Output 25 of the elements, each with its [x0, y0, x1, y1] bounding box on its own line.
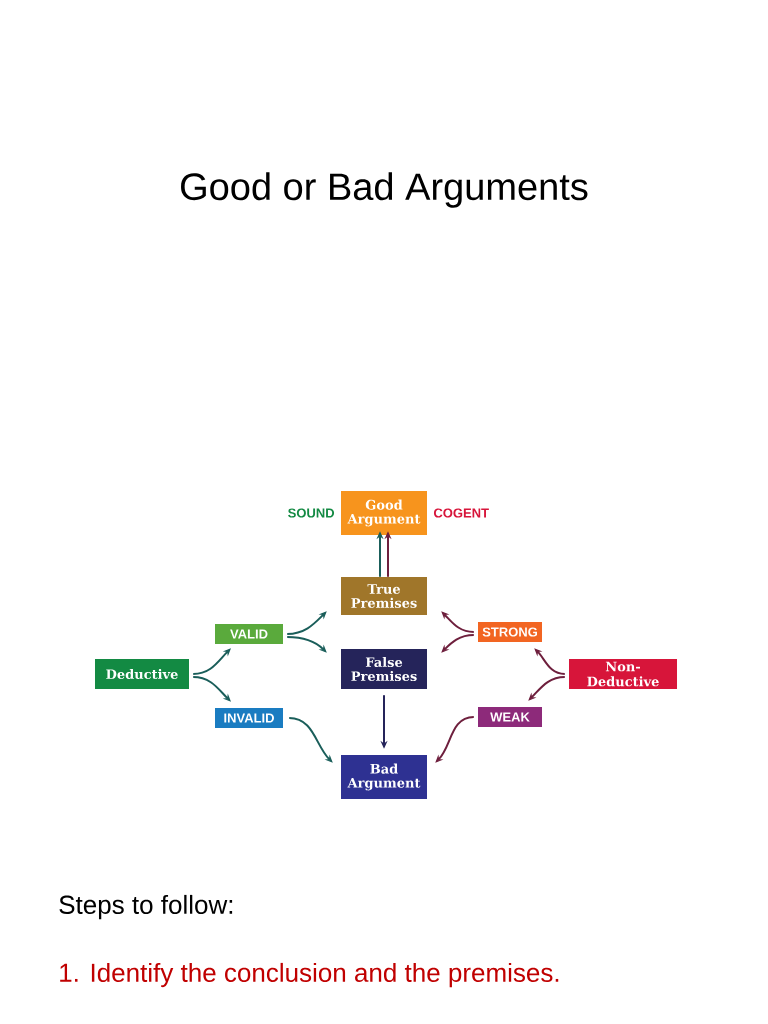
- arrow: [534, 648, 566, 675]
- side-label: COGENT: [433, 508, 489, 518]
- arrow: [288, 717, 333, 763]
- arrow: [528, 676, 566, 701]
- arrow: [435, 716, 475, 763]
- label-box: WEAK: [478, 707, 542, 727]
- label-box: False Premises: [341, 649, 427, 689]
- label-box: Good Argument: [341, 491, 427, 535]
- text-line: 1. Identify the conclusion and the premises.: [60, 962, 559, 988]
- title: Good or Bad Arguments: [181, 172, 588, 208]
- arrow: [286, 611, 327, 635]
- arrow: [192, 648, 231, 675]
- label-box: INVALID: [215, 708, 283, 728]
- side-label: SOUND: [288, 508, 335, 518]
- label-box: Non-Deductive: [569, 659, 677, 689]
- label-box: Bad Argument: [341, 755, 427, 799]
- label-box: True Premises: [341, 577, 427, 615]
- arrow: [192, 676, 231, 702]
- arrow: [441, 634, 475, 653]
- arrow: [286, 636, 327, 653]
- label-box: STRONG: [478, 622, 542, 642]
- text-line: Steps to follow:: [59, 894, 233, 920]
- arrow: [441, 611, 475, 633]
- label-box: Deductive: [95, 659, 189, 689]
- label-box: VALID: [215, 624, 283, 644]
